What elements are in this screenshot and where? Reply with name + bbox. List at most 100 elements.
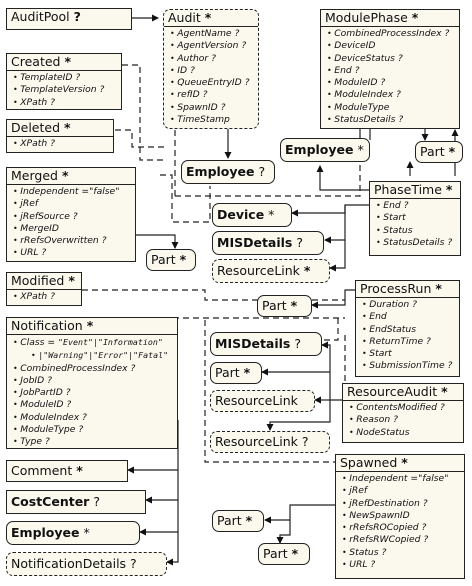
merged-attr: rRefsOverwritten ? [13, 235, 132, 247]
part-module-label: Part * [420, 144, 456, 159]
module-phase-node: ModulePhase * CombinedProcessIndex ? Dev… [320, 9, 460, 129]
modified-attr: XPath ? [13, 291, 78, 303]
spawned-attr: URL ? [342, 559, 461, 571]
module-phase-attributes: CombinedProcessIndex ? DeviceID DeviceSt… [321, 26, 459, 127]
spawned-attr: jRef [342, 485, 461, 497]
phase-time-attr: End ? [376, 200, 457, 212]
created-node: Created * TemplateID ? TemplateVersion ?… [6, 53, 122, 110]
process-run-attr: Duration ? [362, 299, 456, 311]
notification-attr: ModuleIndex ? [13, 412, 174, 424]
created-label: Created * [11, 54, 72, 69]
notification-details-label: NotificationDetails ? [11, 556, 137, 571]
audit-attr: AgentName ? [170, 28, 255, 40]
notification-class-attr: Class = "Event"|"Information" [13, 336, 174, 349]
device-label: Device * [217, 207, 275, 222]
phase-time-label: PhaseTime * [374, 182, 453, 197]
merged-node: Merged * Independent ="false" jRef jRefS… [6, 167, 136, 262]
resource-link-res-node: ResourceLink [210, 390, 315, 412]
employee-module-node: Employee * [280, 138, 370, 162]
part-spawn-a-node: Part * [212, 510, 264, 532]
process-run-label: ProcessRun * [360, 281, 442, 296]
cost-center-node: CostCenter ? [6, 490, 146, 514]
spawned-attr: jRefDestination ? [342, 498, 461, 510]
merged-label: Merged * [11, 168, 69, 183]
employee-notif-label: Employee * [11, 525, 90, 540]
module-phase-attr: CombinedProcessIndex ? [327, 28, 456, 40]
mis-details-phase-node: MISDetails ? [212, 231, 324, 255]
audit-label: Audit * [168, 10, 212, 25]
phase-time-attr: Start [376, 212, 457, 224]
employee-audit-node: Employee ? [181, 160, 275, 184]
module-phase-attr: DeviceStatus ? [327, 53, 456, 65]
mis-details-phase-label: MISDetails ? [217, 235, 303, 250]
resource-link-phase-label: ResourceLink * [217, 263, 311, 278]
modified-label: Modified * [11, 273, 75, 288]
deleted-attr: XPath ? [13, 138, 110, 150]
part-res-label: Part * [215, 365, 251, 380]
modified-node: Modified * XPath ? [6, 272, 82, 306]
process-run-attributes: Duration ? End EndStatus ReturnTime ? St… [356, 297, 459, 374]
spawned-attr: Independent ="false" [342, 473, 461, 485]
notification-class-values: |"Warning"|"Error"|"Fatal" [13, 349, 174, 362]
created-attr: TemplateVersion ? [13, 84, 118, 96]
module-phase-attr: StatusDetails ? [327, 114, 456, 126]
audit-attr: QueueEntryID ? [170, 77, 255, 89]
merged-attr: Independent ="false" [13, 186, 132, 198]
phase-time-attr: StatusDetails ? [376, 237, 457, 249]
audit-node: Audit * AgentName ? AgentVersion ? Autho… [163, 9, 259, 129]
process-run-attr: ReturnTime ? [362, 336, 456, 348]
part-spawn-a-label: Part * [217, 513, 253, 528]
created-attr: TemplateID ? [13, 72, 118, 84]
notification-attr: JobID ? [13, 375, 174, 387]
merged-attr: URL ? [13, 247, 132, 259]
notification-attr: ModuleType ? [13, 424, 174, 436]
spawned-attributes: Independent ="false" jRef jRefDestinatio… [336, 471, 464, 572]
comment-label: Comment * [11, 463, 83, 478]
audit-attr: TimeStamp [170, 114, 255, 126]
notification-label: Notification * [11, 318, 94, 333]
module-phase-attr: ModuleType [327, 102, 456, 114]
modified-attributes: XPath ? [7, 289, 81, 304]
audit-attr: ID ? [170, 65, 255, 77]
process-run-node: ProcessRun * Duration ? End EndStatus Re… [355, 280, 460, 377]
employee-notif-node: Employee * [6, 521, 140, 545]
spawned-attr: Status ? [342, 547, 461, 559]
module-phase-attr: End ? [327, 65, 456, 77]
module-phase-label: ModulePhase * [325, 10, 419, 25]
created-attr: XPath ? [13, 97, 118, 109]
deleted-attributes: XPath ? [7, 136, 113, 151]
merged-attr: jRefSource ? [13, 211, 132, 223]
cost-center-label: CostCenter ? [11, 494, 100, 509]
resource-link-res-label: ResourceLink [215, 393, 298, 408]
module-phase-attr: ModuleIndex ? [327, 89, 456, 101]
audit-pool-label: AuditPool ? [11, 9, 81, 24]
module-phase-attr: ModuleID ? [327, 77, 456, 89]
notification-details-node: NotificationDetails ? [6, 552, 167, 576]
employee-module-label: Employee * [285, 142, 364, 157]
merged-attr: jRef [13, 198, 132, 210]
part-process-label: Part * [262, 298, 298, 313]
resource-audit-label: ResourceAudit * [347, 384, 448, 399]
mis-details-res-label: MISDetails ? [215, 336, 301, 351]
resource-audit-attr: ContentsModified ? [349, 402, 460, 414]
deleted-label: Deleted * [11, 120, 71, 135]
merged-attributes: Independent ="false" jRef jRefSource ? M… [7, 184, 135, 261]
resource-audit-node: ResourceAudit * ContentsModified ? Reaso… [342, 383, 464, 443]
notification-attr: Type ? [13, 436, 174, 448]
spawned-node: Spawned * Independent ="false" jRef jRef… [335, 454, 465, 579]
merged-attr: MergeID [13, 223, 132, 235]
part-merged-label: Part * [151, 252, 187, 267]
notification-attr: CombinedProcessIndex ? [13, 363, 174, 375]
device-node: Device * [212, 203, 292, 227]
spawned-attr: rRefsRWCopied ? [342, 534, 461, 546]
audit-attr: refID ? [170, 89, 255, 101]
mis-details-res-node: MISDetails ? [210, 332, 322, 356]
phase-time-attr: Status [376, 225, 457, 237]
process-run-attr: SubmissionTime ? [362, 360, 456, 372]
resource-audit-attr: Reason ? [349, 414, 460, 426]
part-process-node: Part * [257, 295, 312, 317]
created-attributes: TemplateID ? TemplateVersion ? XPath ? [7, 70, 121, 109]
phase-time-attributes: End ? Start Status StatusDetails ? [370, 198, 460, 250]
notification-node: Notification * Class = "Event"|"Informat… [6, 317, 178, 449]
